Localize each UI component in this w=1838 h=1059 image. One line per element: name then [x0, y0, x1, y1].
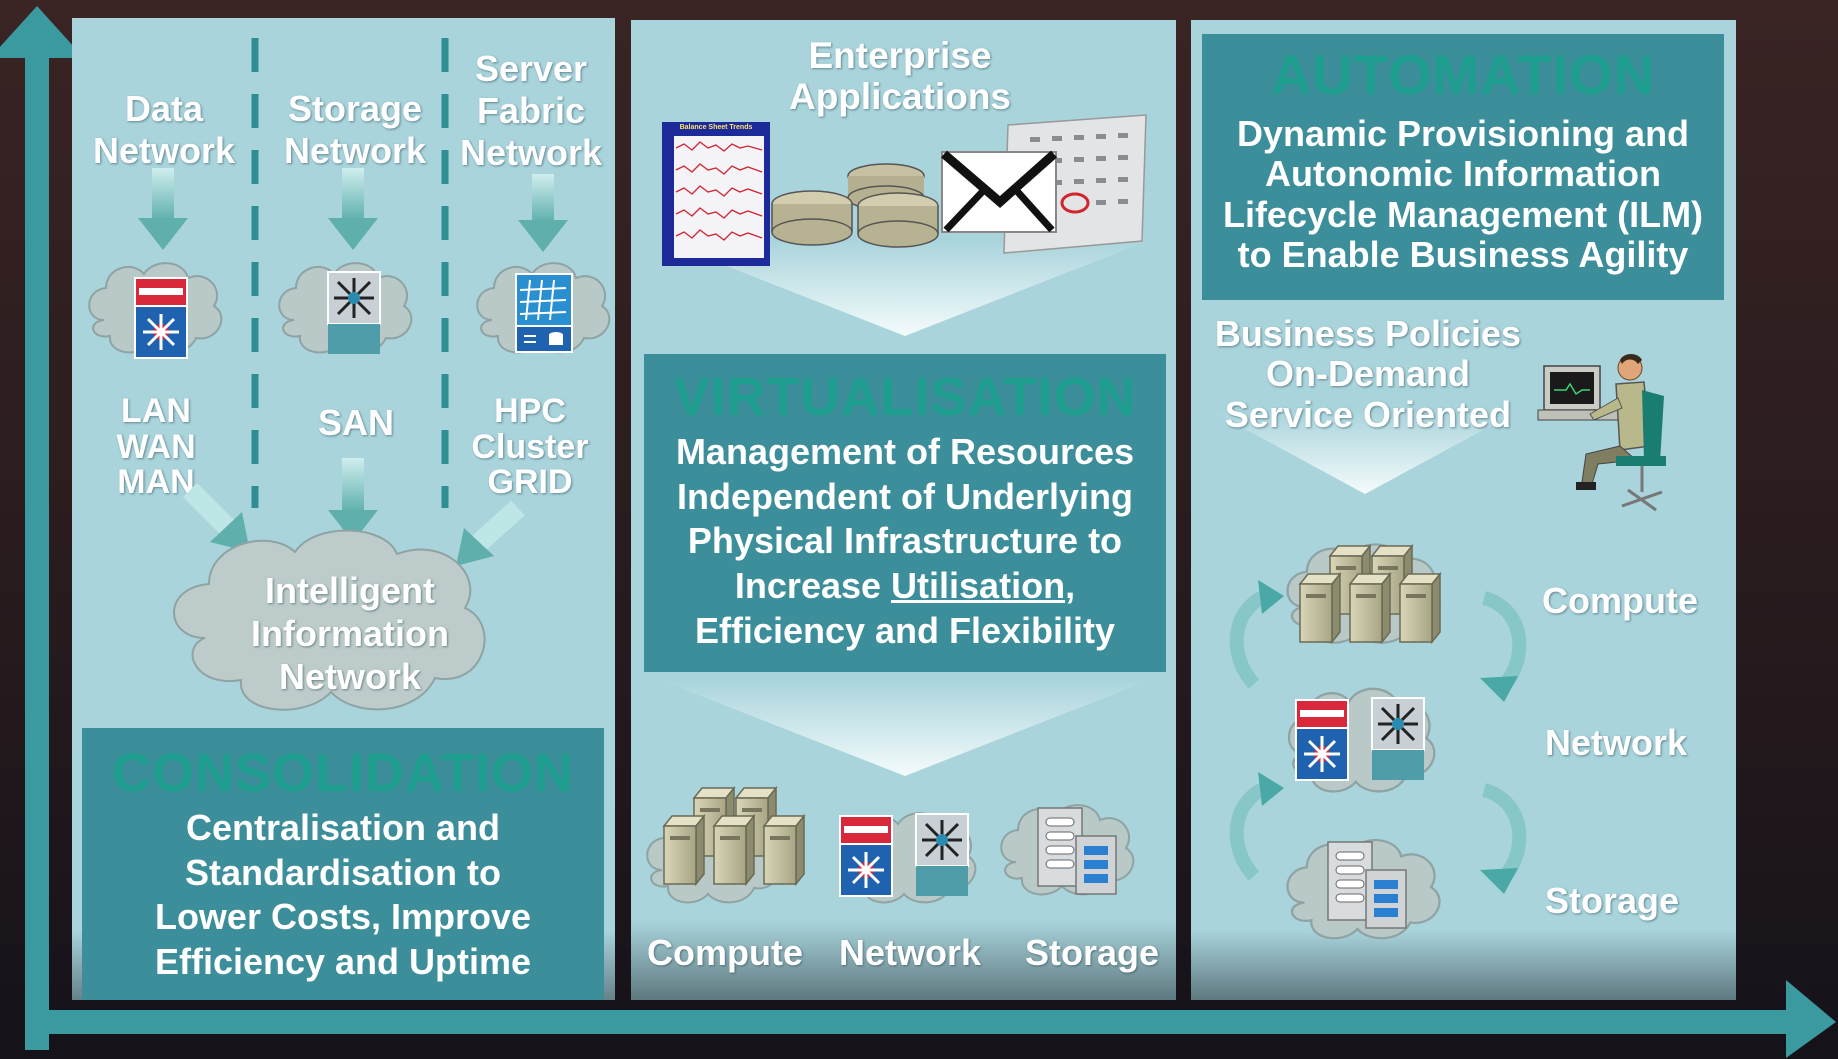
automation-compute-label: Compute [1542, 580, 1698, 621]
virtualisation-title: VIRTUALISATION [673, 367, 1137, 427]
cycle-arrow-up [1218, 580, 1298, 710]
lan-switch-icon [88, 262, 223, 360]
chart-thumbnail-lines [674, 136, 764, 258]
automation-title: AUTOMATION [1270, 43, 1656, 106]
bottom-fade [631, 920, 1176, 1000]
database-icon [771, 163, 939, 248]
consolidation-title: CONSOLIDATION [112, 743, 574, 803]
storage-array-icon [1000, 804, 1135, 896]
bottom-funnel [660, 680, 1150, 776]
compute-label: Compute [647, 932, 803, 973]
top-funnel [660, 240, 1150, 336]
bottom-fade [1191, 930, 1736, 1000]
automation-compute-icon [1286, 543, 1441, 644]
converge-arrow-left [182, 482, 250, 552]
san-label: SAN [317, 402, 394, 443]
network-label: Network [838, 932, 982, 973]
converge-arrow-right [456, 500, 525, 566]
converge-arrow-down [328, 458, 378, 542]
intelligent-network-cloud [173, 529, 486, 711]
compute-servers-icon [646, 780, 820, 904]
chart-thumbnail-title: Balance Sheet Trends [679, 124, 753, 131]
virtualisation-box: VIRTUALISATION Management of Resources I… [644, 354, 1166, 672]
down-arrow [138, 168, 188, 250]
cycle-arrow-up [1218, 772, 1298, 902]
automation-storage-label: Storage [1544, 880, 1680, 921]
vertical-axis-arrow [0, 6, 84, 1050]
chart-thumbnail: Balance Sheet Trends [662, 122, 770, 266]
automation-network-icon [1287, 687, 1436, 793]
policy-funnel [1210, 410, 1520, 494]
automation-storage-icon [1286, 838, 1441, 940]
envelope-icon [941, 150, 1057, 233]
san-switch-icon [278, 262, 413, 356]
down-arrow [518, 174, 568, 252]
down-arrow [328, 168, 378, 250]
network-switches-icon [838, 812, 977, 904]
horizontal-axis-arrow [25, 980, 1836, 1058]
virtualisation-description: Management of Resources Independent of U… [675, 431, 1135, 651]
hpc-fabric-switch-icon [476, 262, 611, 354]
operator-icon [1537, 354, 1666, 512]
storage-label: Storage [1024, 932, 1160, 973]
automation-network-label: Network [1544, 722, 1688, 763]
column-divider [251, 38, 259, 508]
column-divider [441, 38, 449, 508]
